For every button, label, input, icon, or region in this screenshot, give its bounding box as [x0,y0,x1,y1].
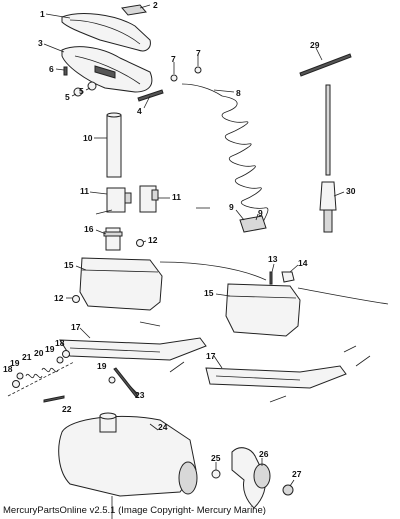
callout-9a: 9 [229,202,234,212]
callout-27: 27 [292,469,302,479]
part-9-connector[interactable] [239,215,267,233]
part-3-handle-base[interactable] [61,46,153,93]
callout-12a: 12 [148,235,158,245]
part-26-propeller[interactable] [231,447,271,509]
part-27-prop-nut[interactable] [282,484,294,496]
callout-labels: 1 2 3 6 5 5 4 7 7 8 9 9 10 11 11 16 12 1… [3,0,356,479]
part-7-clip-b[interactable] [194,66,202,74]
part-21-spring[interactable] [25,373,43,379]
callout-3: 3 [38,38,43,48]
callout-11b: 11 [172,192,181,202]
leader-lines [43,4,345,487]
callout-11a: 11 [80,186,89,196]
callout-7b: 7 [196,48,201,58]
part-18-washer-b[interactable] [62,350,70,358]
callout-30: 30 [346,186,356,196]
callout-2: 2 [153,0,158,10]
callout-20: 20 [34,348,44,358]
part-7-clip[interactable] [170,74,178,82]
callout-4: 4 [137,106,142,116]
part-19-washer-b[interactable] [56,356,64,364]
part-25-washer[interactable] [211,469,221,479]
callout-19b: 19 [45,344,55,354]
callout-26: 26 [259,449,269,459]
callout-16: 16 [84,224,94,234]
callout-14: 14 [298,258,308,268]
assembly-arrows [95,207,371,403]
callout-21: 21 [22,352,32,362]
part-24-motor[interactable] [58,412,198,519]
callout-15b: 15 [204,288,214,298]
part-22-pin[interactable] [43,395,65,403]
part-6-screw[interactable] [63,66,68,76]
copyright-caption: MercuryPartsOnline v2.5.1 (Image Copyrig… [3,505,266,516]
part-2-cap[interactable] [121,4,147,16]
callout-24: 24 [158,422,168,432]
callout-5a: 5 [65,92,70,102]
part-10-tube[interactable] [106,112,122,178]
callout-17a: 17 [71,322,81,332]
part-14-nut[interactable] [281,271,295,283]
part-17-bracket-b[interactable] [205,365,347,389]
callout-19c: 19 [97,361,107,371]
part-30-sensor[interactable] [319,84,337,233]
part-17-bracket[interactable] [59,337,207,361]
callout-23: 23 [135,390,145,400]
part-19-washer[interactable] [16,372,24,380]
part-12-nut[interactable] [136,239,144,247]
callout-18b: 18 [55,338,65,348]
part-29-rod[interactable] [299,53,352,77]
part-20-spring[interactable] [41,367,59,373]
part-4-screw[interactable] [137,89,164,102]
assembly-bracket-line [7,361,75,397]
callout-29: 29 [310,40,320,50]
callout-1: 1 [40,9,45,19]
callout-19a: 19 [10,358,20,368]
part-16-fitting[interactable] [103,227,123,251]
part-15-control-head-b[interactable] [225,283,389,337]
callout-5b: 5 [79,86,84,96]
callout-6: 6 [49,64,54,74]
callout-10: 10 [83,133,93,143]
callout-13: 13 [268,254,278,264]
callout-25: 25 [211,453,221,463]
callout-9b: 9 [258,208,263,218]
callout-15a: 15 [64,260,74,270]
part-13-pin[interactable] [269,271,273,285]
callout-22: 22 [62,404,72,414]
part-15-control-head[interactable] [79,257,267,311]
callout-7a: 7 [171,54,176,64]
part-11-coupler-b[interactable] [139,185,159,213]
callout-8: 8 [236,88,241,98]
part-11-coupler[interactable] [106,187,132,213]
callout-18a: 18 [3,364,13,374]
part-1-top-cover[interactable] [61,13,151,52]
callout-17b: 17 [206,351,216,361]
part-19-washer-c[interactable] [108,376,116,384]
callout-12b: 12 [54,293,64,303]
part-12-nut-b[interactable] [72,295,80,303]
part-18-washer[interactable] [12,380,20,388]
part-8-coiled-cord[interactable] [181,83,269,225]
